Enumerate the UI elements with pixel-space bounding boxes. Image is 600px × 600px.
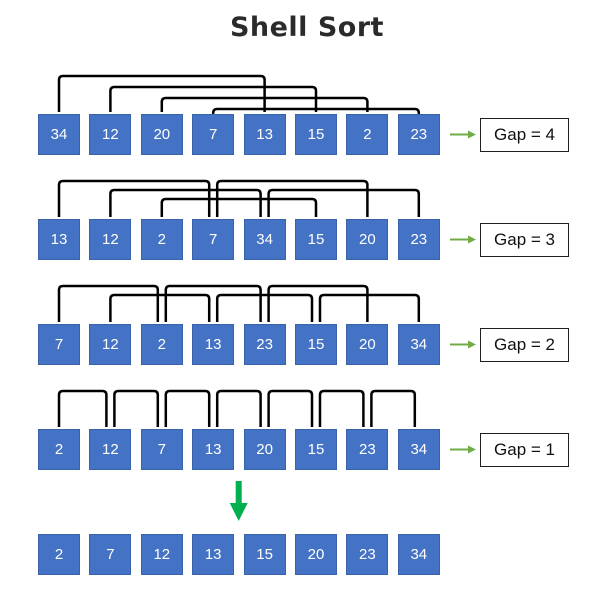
gap-bracket [267, 188, 421, 217]
gap-bracket [109, 85, 318, 112]
sorted-cell: 13 [192, 534, 235, 575]
gap-bracket [318, 293, 421, 322]
array-cell: 7 [192, 219, 235, 260]
gap-bracket [215, 389, 262, 427]
sorted-cell: 20 [295, 534, 337, 575]
gap-bracket [57, 389, 108, 427]
array-cell: 15 [295, 324, 337, 365]
gap-bracket [211, 107, 421, 115]
arrow-right-icon [468, 340, 476, 349]
sorted-cell: 12 [140, 534, 183, 575]
array-cell: 2 [346, 114, 389, 155]
gap-bracket [215, 179, 369, 217]
sorted-cell: 2 [38, 534, 80, 575]
gap-bracket [57, 179, 211, 217]
gap-bracket [57, 74, 266, 112]
arrow-right-icon [468, 130, 476, 139]
array-cell: 12 [89, 219, 132, 260]
sorted-cell: 34 [397, 534, 440, 575]
gap-bracket [267, 284, 369, 322]
gap-bracket [160, 96, 369, 112]
gap-bracket [109, 293, 211, 322]
gap-bracket [57, 284, 160, 322]
arrow-right-icon [468, 235, 476, 244]
gap-bracket [267, 389, 314, 427]
gap-bracket [164, 284, 262, 322]
gap-label: Gap = 3 [480, 222, 569, 257]
array-cell: 2 [38, 429, 80, 470]
array-cell: 13 [243, 114, 286, 155]
gap-bracket [113, 389, 160, 427]
array-cell: 34 [397, 324, 440, 365]
array-cell: 12 [89, 114, 132, 155]
array-cell: 13 [38, 219, 80, 260]
array-cell: 23 [397, 219, 440, 260]
gap-bracket [164, 389, 211, 427]
sorted-cell: 7 [89, 534, 132, 575]
array-cell: 23 [346, 429, 389, 470]
array-cell: 7 [192, 114, 235, 155]
array-cell: 23 [397, 114, 440, 155]
gap-bracket [318, 389, 365, 427]
array-cell: 2 [140, 219, 183, 260]
arrow-down-icon [229, 503, 248, 521]
diagram-title: Shell Sort [229, 12, 385, 43]
array-cell: 7 [140, 429, 183, 470]
array-cell: 15 [295, 219, 337, 260]
array-cell: 15 [295, 114, 337, 155]
array-cell: 34 [243, 219, 286, 260]
gap-bracket [160, 197, 318, 217]
gap-bracket [370, 389, 417, 427]
array-cell: 20 [243, 429, 286, 470]
array-cell: 15 [295, 429, 337, 470]
sorted-cell: 23 [346, 534, 389, 575]
array-cell: 7 [38, 324, 80, 365]
array-cell: 12 [89, 429, 132, 470]
array-cell: 23 [243, 324, 286, 365]
array-cell: 20 [140, 114, 183, 155]
gap-label: Gap = 1 [480, 432, 569, 467]
array-cell: 34 [38, 114, 80, 155]
gap-label: Gap = 4 [480, 117, 569, 152]
array-cell: 20 [346, 324, 389, 365]
sorted-cell: 15 [243, 534, 286, 575]
array-cell: 13 [192, 429, 235, 470]
array-cell: 2 [140, 324, 183, 365]
gap-bracket [109, 188, 262, 217]
array-cell: 12 [89, 324, 132, 365]
gap-bracket [215, 293, 314, 322]
gap-label: Gap = 2 [480, 327, 569, 362]
array-cell: 13 [192, 324, 235, 365]
array-cell: 20 [346, 219, 389, 260]
array-cell: 34 [397, 429, 440, 470]
arrow-right-icon [468, 445, 476, 454]
